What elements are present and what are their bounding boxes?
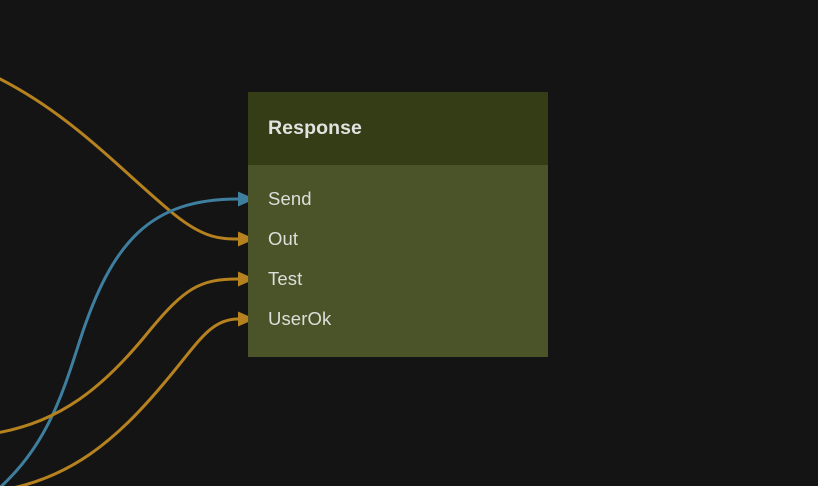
edge-to-test[interactable] xyxy=(0,277,240,434)
port-row-test[interactable]: Test xyxy=(248,268,548,290)
port-row-out[interactable]: Out xyxy=(248,228,548,250)
edge-to-userok[interactable] xyxy=(0,317,240,486)
port-label: Test xyxy=(268,268,303,289)
port-label: Send xyxy=(268,188,312,209)
edge-to-send[interactable] xyxy=(0,197,240,486)
node-header[interactable]: Response xyxy=(248,92,548,165)
port-label: Out xyxy=(268,228,299,249)
port-label: UserOk xyxy=(268,308,332,329)
port-row-userok[interactable]: UserOk xyxy=(248,308,548,330)
edge-to-out[interactable] xyxy=(0,74,240,241)
node-title: Response xyxy=(268,117,362,139)
port-row-send[interactable]: Send xyxy=(248,188,548,210)
